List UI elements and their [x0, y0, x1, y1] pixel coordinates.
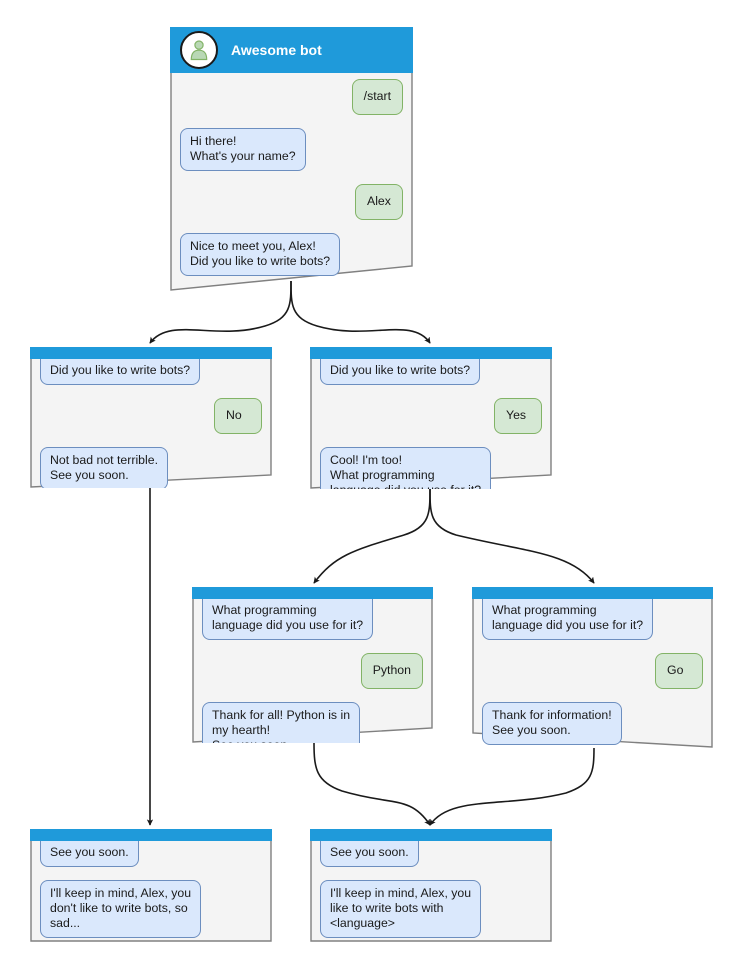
- node-lang-python[interactable]: What programming language did you use fo…: [192, 587, 433, 743]
- person-avatar-icon: [180, 31, 218, 69]
- node-start-body: Awesome bot /start Hi there! What's your…: [170, 27, 413, 292]
- node-answer-no-body: Did you like to write bots? No Not bad n…: [30, 347, 272, 488]
- message-list-answer-no: Did you like to write bots? No Not bad n…: [30, 359, 272, 488]
- edge-go-to-end-yes: [429, 747, 595, 826]
- message-list-start: /start Hi there! What's your name? Alex …: [170, 79, 413, 289]
- message-row: Go: [482, 653, 703, 689]
- message-row: I'll keep in mind, Alex, you like to wri…: [320, 880, 542, 938]
- message-row: Did you like to write bots?: [40, 359, 262, 385]
- bot-message-bubble[interactable]: See you soon.: [320, 841, 419, 867]
- message-row: Hi there! What's your name?: [180, 128, 403, 171]
- node-end-yes[interactable]: See you soon. I'll keep in mind, Alex, y…: [310, 829, 552, 942]
- chat-header-bar: [310, 347, 552, 359]
- chat-header-bar: [310, 829, 552, 841]
- chat-header-bar: [30, 829, 272, 841]
- user-message-bubble[interactable]: Alex: [355, 184, 403, 220]
- user-message-bubble[interactable]: Python: [360, 653, 423, 689]
- chat-header-bar: [192, 587, 433, 599]
- chat-header-start: Awesome bot: [170, 27, 413, 73]
- message-list-lang-go: What programming language did you use fo…: [472, 599, 713, 748]
- node-answer-no[interactable]: Did you like to write bots? No Not bad n…: [30, 347, 272, 488]
- message-list-end-yes: See you soon. I'll keep in mind, Alex, y…: [310, 841, 552, 942]
- message-list-answer-yes: Did you like to write bots? Yes Cool! I'…: [310, 359, 552, 489]
- user-message-bubble[interactable]: Go: [655, 653, 703, 689]
- message-row: What programming language did you use fo…: [202, 599, 423, 640]
- edge-yes-to-python: [313, 488, 431, 584]
- edge-python-to-end-yes: [313, 742, 431, 826]
- message-row: I'll keep in mind, Alex, you don't like …: [40, 880, 262, 938]
- message-row: Alex: [180, 184, 403, 220]
- bot-message-bubble[interactable]: I'll keep in mind, Alex, you like to wri…: [320, 880, 482, 938]
- node-end-yes-body: See you soon. I'll keep in mind, Alex, y…: [310, 829, 552, 942]
- bot-message-bubble[interactable]: What programming language did you use fo…: [482, 599, 654, 640]
- node-lang-go-body: What programming language did you use fo…: [472, 587, 713, 748]
- node-end-no[interactable]: See you soon. I'll keep in mind, Alex, y…: [30, 829, 272, 942]
- message-row: No: [40, 398, 262, 434]
- node-lang-python-body: What programming language did you use fo…: [192, 587, 433, 743]
- node-answer-yes-body: Did you like to write bots? Yes Cool! I'…: [310, 347, 552, 489]
- message-row: Thank for all! Python is in my hearth! S…: [202, 702, 423, 743]
- edge-yes-to-go: [429, 488, 595, 584]
- message-list-end-no: See you soon. I'll keep in mind, Alex, y…: [30, 841, 272, 942]
- bot-message-bubble[interactable]: I'll keep in mind, Alex, you don't like …: [40, 880, 202, 938]
- bot-message-bubble[interactable]: Not bad not terrible. See you soon.: [40, 447, 169, 488]
- message-row: Thank for information! See you soon.: [482, 702, 703, 745]
- bot-title: Awesome bot: [231, 42, 322, 58]
- node-lang-go[interactable]: What programming language did you use fo…: [472, 587, 713, 748]
- message-row: Did you like to write bots?: [320, 359, 542, 385]
- user-message-bubble[interactable]: /start: [351, 79, 403, 115]
- bot-message-bubble[interactable]: Thank for all! Python is in my hearth! S…: [202, 702, 361, 743]
- bot-message-bubble[interactable]: Thank for information! See you soon.: [482, 702, 622, 745]
- chat-header-bar: [30, 347, 272, 359]
- message-row: Yes: [320, 398, 542, 434]
- person-avatar-glyph: [190, 40, 208, 61]
- message-row: Python: [202, 653, 423, 689]
- message-row: What programming language did you use fo…: [482, 599, 703, 640]
- bot-message-bubble[interactable]: What programming language did you use fo…: [202, 599, 374, 640]
- node-end-no-body: See you soon. I'll keep in mind, Alex, y…: [30, 829, 272, 942]
- message-list-lang-python: What programming language did you use fo…: [192, 599, 433, 743]
- bot-message-bubble[interactable]: See you soon.: [40, 841, 139, 867]
- bot-message-bubble[interactable]: Nice to meet you, Alex! Did you like to …: [180, 233, 341, 276]
- user-message-bubble[interactable]: Yes: [494, 398, 542, 434]
- user-message-bubble[interactable]: No: [214, 398, 262, 434]
- message-row: /start: [180, 79, 403, 115]
- node-answer-yes[interactable]: Did you like to write bots? Yes Cool! I'…: [310, 347, 552, 489]
- message-row: Nice to meet you, Alex! Did you like to …: [180, 233, 403, 276]
- message-row: See you soon.: [40, 841, 262, 867]
- bot-message-bubble[interactable]: Did you like to write bots?: [320, 359, 481, 385]
- message-row: Not bad not terrible. See you soon.: [40, 447, 262, 488]
- node-start[interactable]: Awesome bot /start Hi there! What's your…: [170, 27, 413, 292]
- bot-message-bubble[interactable]: Cool! I'm too! What programming language…: [320, 447, 492, 489]
- message-row: Cool! I'm too! What programming language…: [320, 447, 542, 489]
- bot-message-bubble[interactable]: Did you like to write bots?: [40, 359, 201, 385]
- bot-message-bubble[interactable]: Hi there! What's your name?: [180, 128, 306, 171]
- chat-header-bar: [472, 587, 713, 599]
- message-row: See you soon.: [320, 841, 542, 867]
